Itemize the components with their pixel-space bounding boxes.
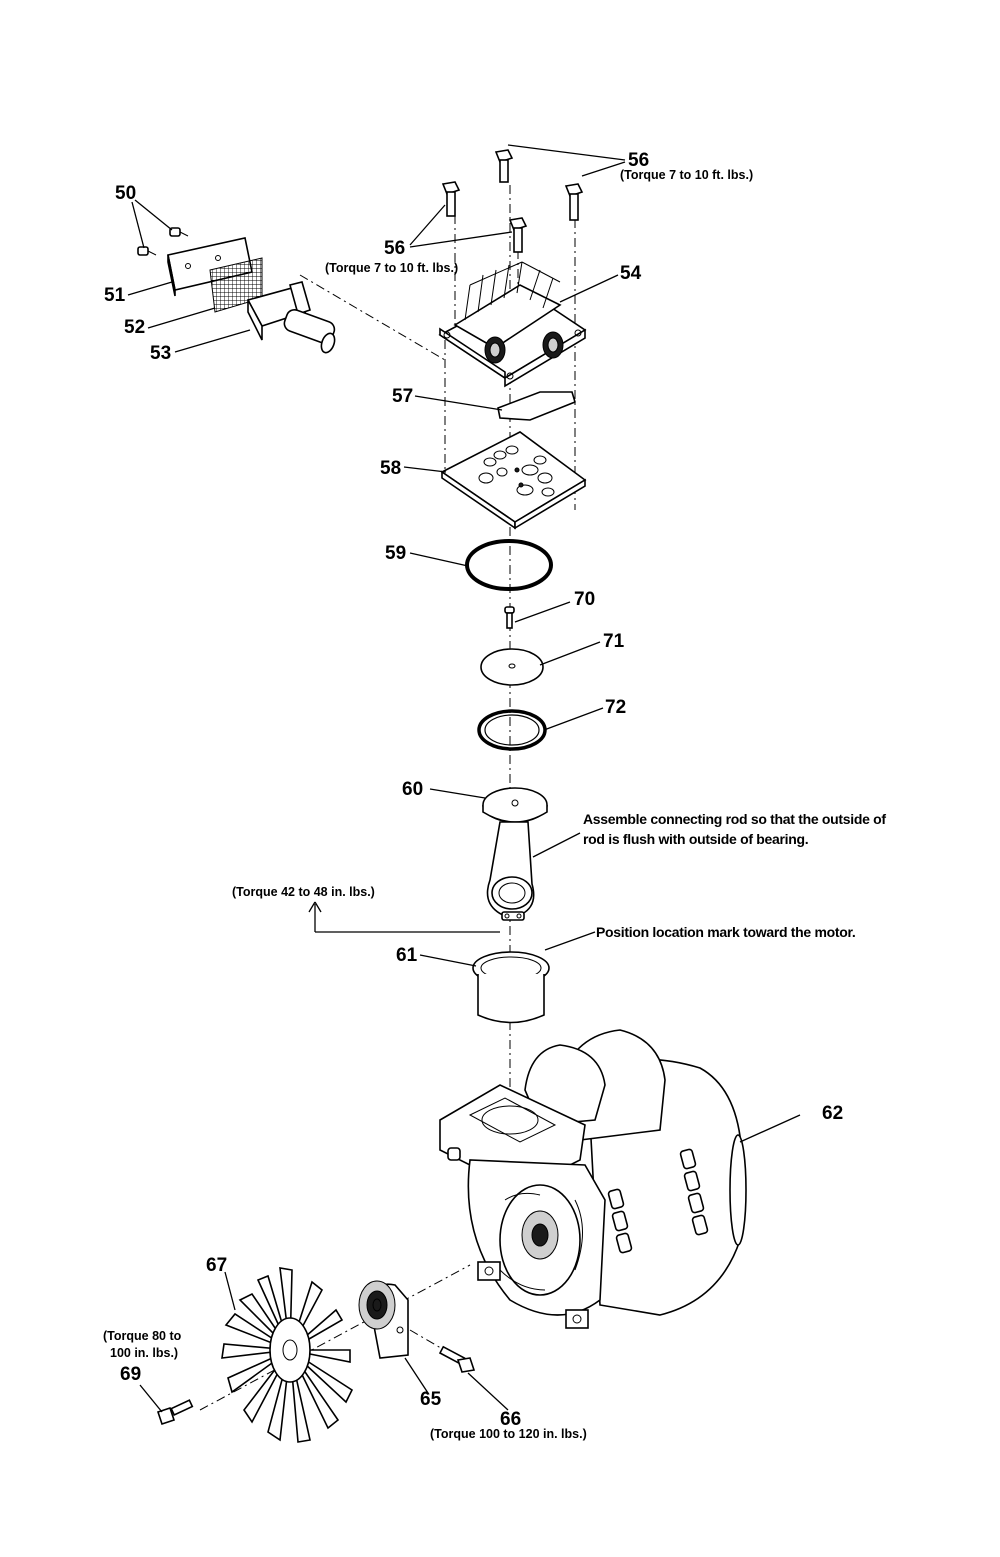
torque-note-56-right: (Torque 7 to 10 ft. lbs.): [620, 168, 753, 182]
callout-61: 61: [396, 945, 418, 966]
callout-56-left: 56: [384, 238, 405, 259]
callout-56-right: 56: [628, 150, 649, 171]
torque-note-56-left: (Torque 7 to 10 ft. lbs.): [325, 261, 458, 275]
torque-note-69-line2: 100 in. lbs.): [110, 1346, 178, 1360]
fan-67: [221, 1267, 354, 1443]
cylinder-head-54: [438, 261, 587, 388]
rod-instruction-line1: Assemble connecting rod so that the outs…: [583, 811, 886, 827]
filter-plate-51: [167, 237, 253, 297]
bearing-mark-instruction: Position location mark toward the motor.: [596, 924, 855, 940]
bolt-56: [441, 149, 584, 253]
callout-59: 59: [385, 543, 406, 564]
o-ring-59: [465, 539, 553, 591]
callout-53: 53: [150, 343, 171, 364]
callout-52: 52: [124, 317, 145, 338]
callout-69: 69: [120, 1364, 141, 1385]
torque-notes: (Torque 7 to 10 ft. lbs.) (Torque 7 to 1…: [103, 168, 753, 1441]
callout-numbers: 50 51 52 53 56 56 54 57 58 59 70 71 72 6…: [104, 150, 843, 1430]
leader-lines: [127, 144, 801, 1413]
bearing-61: [472, 951, 550, 1024]
callout-54: 54: [620, 263, 642, 284]
torque-note-rod: (Torque 42 to 48 in. lbs.): [232, 885, 375, 899]
callout-51: 51: [104, 285, 126, 306]
callout-71: 71: [603, 631, 625, 652]
eccentric-65: [358, 1280, 409, 1359]
callout-60: 60: [402, 779, 423, 800]
connecting-rod-60: [482, 787, 548, 921]
callout-62: 62: [822, 1103, 843, 1124]
retainer-disc-71: [480, 648, 544, 686]
callout-58: 58: [380, 458, 401, 479]
assembly-annotations: Assemble connecting rod so that the outs…: [583, 811, 887, 940]
screw-70: [504, 606, 515, 629]
motor-crankcase-62: [439, 1029, 747, 1329]
callout-66: 66: [500, 1409, 521, 1430]
callout-57: 57: [392, 386, 413, 407]
filter-housing-53: [246, 281, 336, 354]
torque-note-66: (Torque 100 to 120 in. lbs.): [430, 1427, 587, 1441]
gasket-57: [497, 391, 576, 421]
callout-50: 50: [115, 183, 136, 204]
callout-65: 65: [420, 1389, 442, 1410]
screw-50: [137, 227, 189, 256]
torque-note-69-line1: (Torque 80 to: [103, 1329, 182, 1343]
callout-72: 72: [605, 697, 626, 718]
bolt-66: [438, 1345, 476, 1373]
callout-67: 67: [206, 1255, 227, 1276]
bolt-69: [156, 1399, 194, 1426]
valve-plate-58: [440, 431, 587, 530]
piston-ring-72: [477, 709, 547, 751]
rod-instruction-line2: rod is flush with outside of bearing.: [583, 831, 808, 847]
callout-70: 70: [574, 589, 595, 610]
